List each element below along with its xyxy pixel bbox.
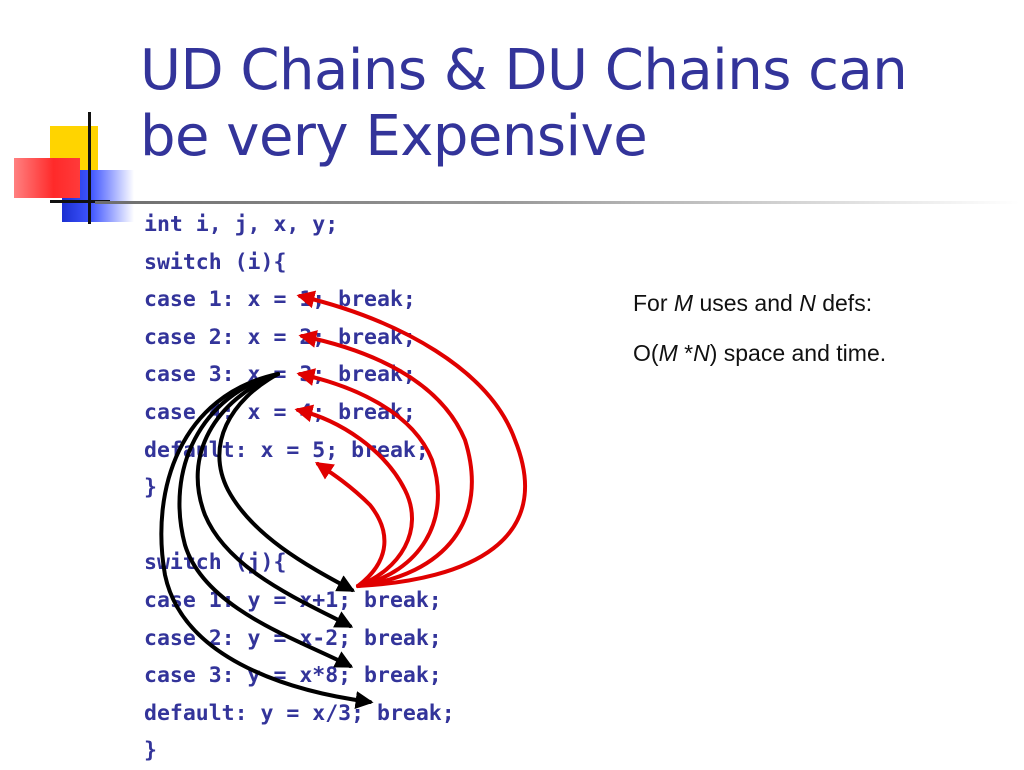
red-arrow-to-case1 bbox=[296, 290, 528, 588]
code-line: default: x = 5; break; bbox=[144, 437, 429, 463]
note-text: * bbox=[677, 340, 694, 366]
black-arrow-to-use2 bbox=[195, 372, 354, 628]
note-var-n: N bbox=[799, 290, 816, 316]
complexity-note-line-1: For M uses and N defs: bbox=[633, 290, 872, 317]
note-text: O( bbox=[633, 340, 659, 366]
title-underline-rule bbox=[95, 201, 1020, 204]
decor-vertical-line bbox=[88, 112, 91, 224]
black-arrow-to-use3 bbox=[177, 372, 354, 668]
black-arrow-to-use4 bbox=[159, 372, 374, 710]
code-line: } bbox=[144, 738, 157, 764]
code-line: } bbox=[144, 475, 157, 501]
note-text: ) space and time. bbox=[709, 340, 887, 366]
complexity-note-line-2: O(M *N) space and time. bbox=[633, 340, 886, 367]
note-var-n: N bbox=[693, 340, 710, 366]
decor-horizontal-line bbox=[50, 200, 110, 203]
red-ud-arrows bbox=[294, 290, 528, 588]
black-du-arrows bbox=[159, 372, 374, 710]
code-line: switch (i){ bbox=[144, 249, 287, 275]
code-line: case 3: y = x*8; break; bbox=[144, 663, 442, 689]
black-arrow-to-use1 bbox=[217, 372, 356, 592]
slide-title: UD Chains & DU Chains can be very Expens… bbox=[140, 38, 1000, 170]
title-line-1: UD Chains & DU Chains can bbox=[140, 38, 908, 103]
note-text: defs: bbox=[815, 290, 873, 316]
code-line: case 2: x = 2; break; bbox=[144, 324, 416, 350]
red-arrow-to-case2 bbox=[298, 330, 474, 588]
code-line: case 2: y = x-2; break; bbox=[144, 625, 442, 651]
decor-red-bar bbox=[14, 158, 80, 198]
note-var-m: M bbox=[673, 290, 694, 316]
code-line: int i, j, x, y; bbox=[144, 212, 339, 237]
note-text: For bbox=[633, 290, 674, 316]
title-line-2: be very Expensive bbox=[140, 104, 648, 169]
red-arrow-to-default bbox=[315, 462, 387, 588]
code-line: case 3: x = 3; break; bbox=[144, 362, 416, 388]
note-text: uses and bbox=[693, 290, 800, 316]
red-arrow-to-case4 bbox=[294, 404, 414, 588]
red-arrow-to-case3 bbox=[296, 368, 440, 588]
note-var-m: M bbox=[658, 340, 678, 366]
